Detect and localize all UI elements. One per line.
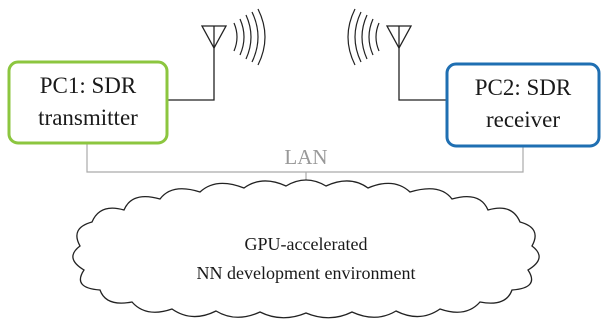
pc1-label-line1: PC1: SDR [40,73,137,98]
tx-antenna-cable [167,48,215,101]
cloud-icon [72,179,540,319]
antenna-wiring [167,48,447,101]
radio-waves-icon [347,8,380,66]
radio-waves-icon [233,8,266,66]
pc2-label-line2: receiver [486,107,560,132]
pc2-label-line1: PC2: SDR [475,75,572,100]
rx-antenna-cable [398,48,447,101]
pc1-label-line2: transmitter [38,105,138,130]
cloud-label-line2: NN development environment [197,263,416,283]
lan-line-pc2 [306,146,524,173]
cloud-label-line1: GPU-accelerated [245,234,368,254]
antenna-icon [200,25,228,50]
lan-label: LAN [284,145,327,169]
lan-line-pc1 [86,143,306,173]
pc1-box [7,60,169,145]
pc2-box [445,62,601,148]
antenna-icon [385,25,413,50]
